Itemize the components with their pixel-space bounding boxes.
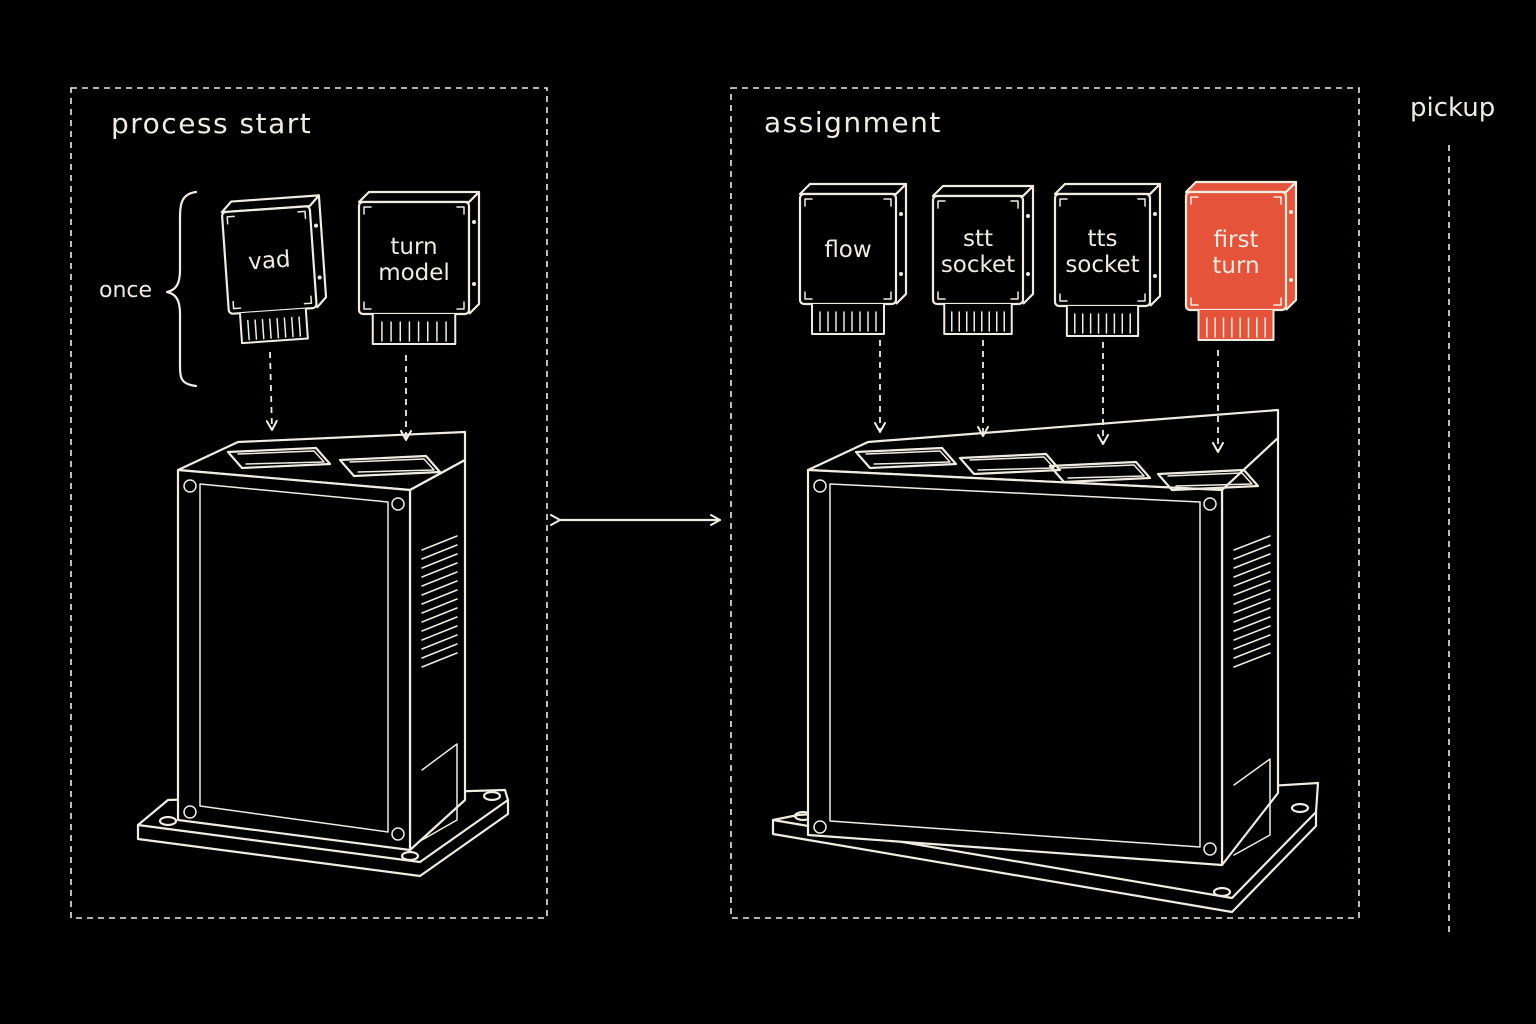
panel-title-assignment: assignment <box>764 106 942 139</box>
module-label: flow <box>824 237 871 263</box>
panel-title-pickup: pickup <box>1410 93 1495 123</box>
panel-assignment: assignment <box>730 87 1360 919</box>
panel-title-process-start: process start <box>111 107 312 140</box>
panel-process-start: process start once <box>70 87 548 919</box>
host-housing-right <box>771 408 1320 914</box>
module-label: vad <box>247 247 291 276</box>
module-vad: vad <box>220 194 328 345</box>
once-brace <box>165 190 198 388</box>
insertion-arrow <box>265 351 278 431</box>
insertion-arrows <box>265 340 1224 453</box>
panel-pickup: pickup <box>1410 93 1495 932</box>
module-flow: flow <box>798 182 908 335</box>
host-housing-left <box>136 430 510 878</box>
once-label: once <box>99 278 152 303</box>
